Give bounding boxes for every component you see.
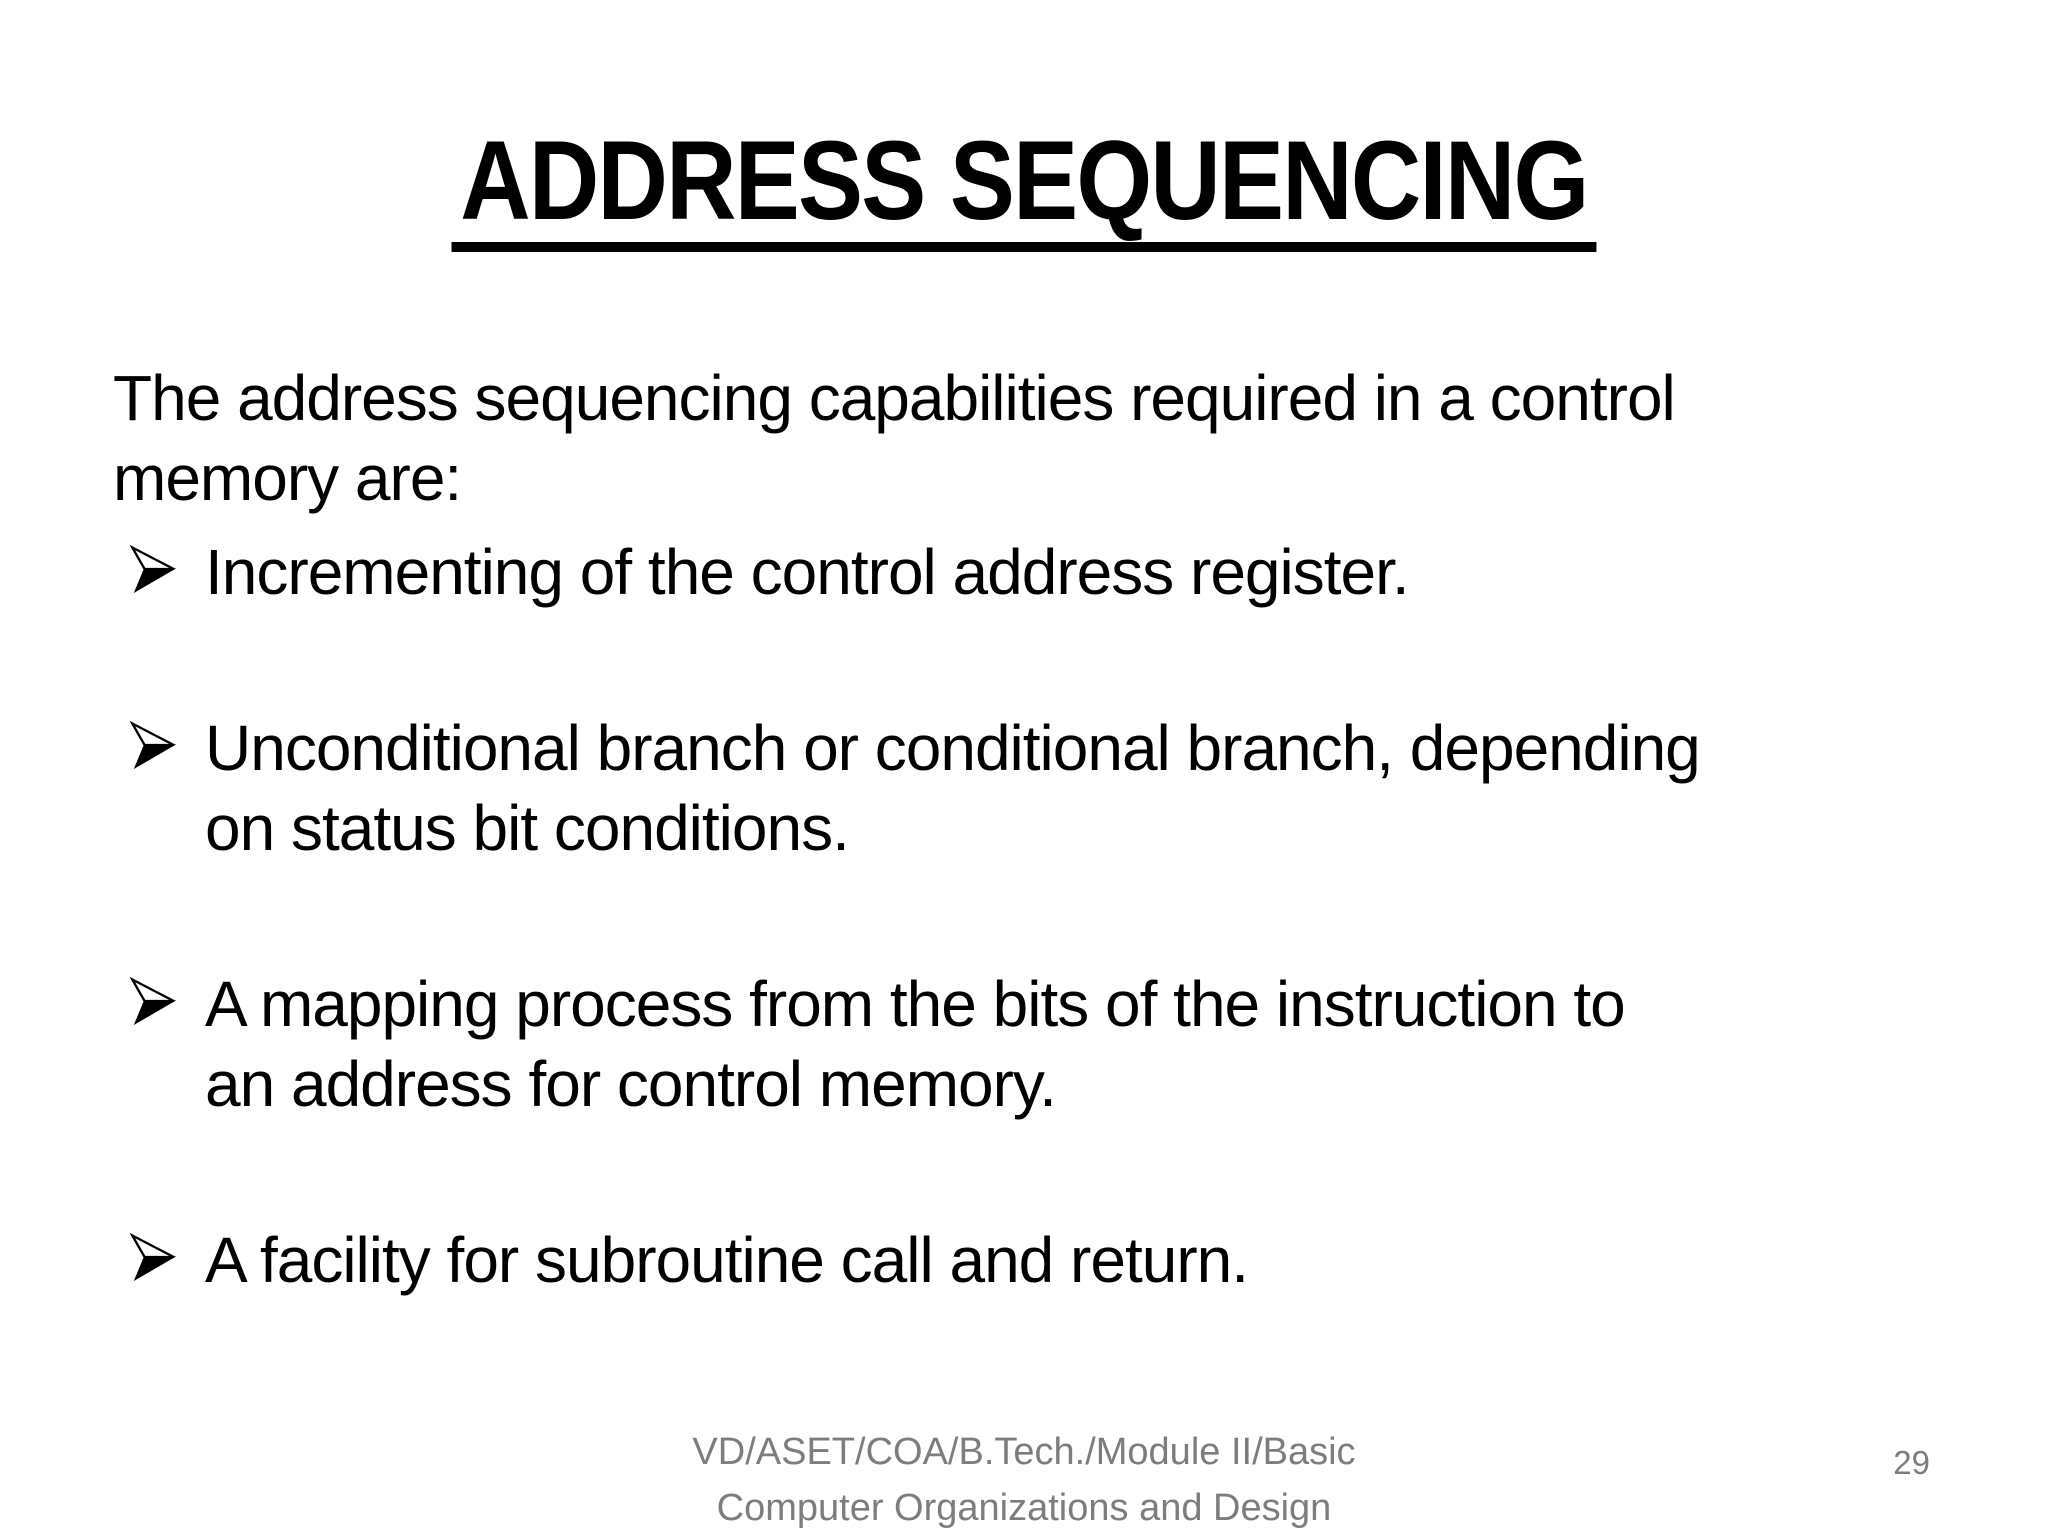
page-title: ADDRESS SEQUENCING [451,122,1597,252]
slide-body: The address sequencing capabilities requ… [113,358,2028,1300]
arrowhead-right-icon [130,1233,176,1282]
slide-footer: VD/ASET/COA/B.Tech./Module II/Basic Comp… [0,1424,2048,1536]
arrowhead-right-icon [130,545,176,594]
footer-line-1: VD/ASET/COA/B.Tech./Module II/Basic [692,1431,1356,1473]
arrowhead-right-icon [130,721,176,770]
bullet-text: Unconditional branch or conditional bran… [205,712,1701,864]
bullet-text: Incrementing of the control address regi… [205,536,1410,608]
bullet-item: A facility for subroutine call and retur… [113,1220,2028,1300]
footer-line-2: Computer Organizations and Design [716,1487,1332,1529]
bullet-item: Incrementing of the control address regi… [113,532,2028,612]
intro-text: The address sequencing capabilities requ… [113,362,1676,514]
page-number: 29 [1893,1444,1930,1481]
bullet-item: Unconditional branch or conditional bran… [113,708,2028,868]
bullet-text: A facility for subroutine call and retur… [205,1224,1249,1296]
bullet-item: A mapping process from the bits of the i… [113,964,2028,1124]
title-area: ADDRESS SEQUENCING [0,122,2048,252]
bullet-text: A mapping process from the bits of the i… [205,968,1626,1120]
arrowhead-right-icon [130,977,176,1026]
